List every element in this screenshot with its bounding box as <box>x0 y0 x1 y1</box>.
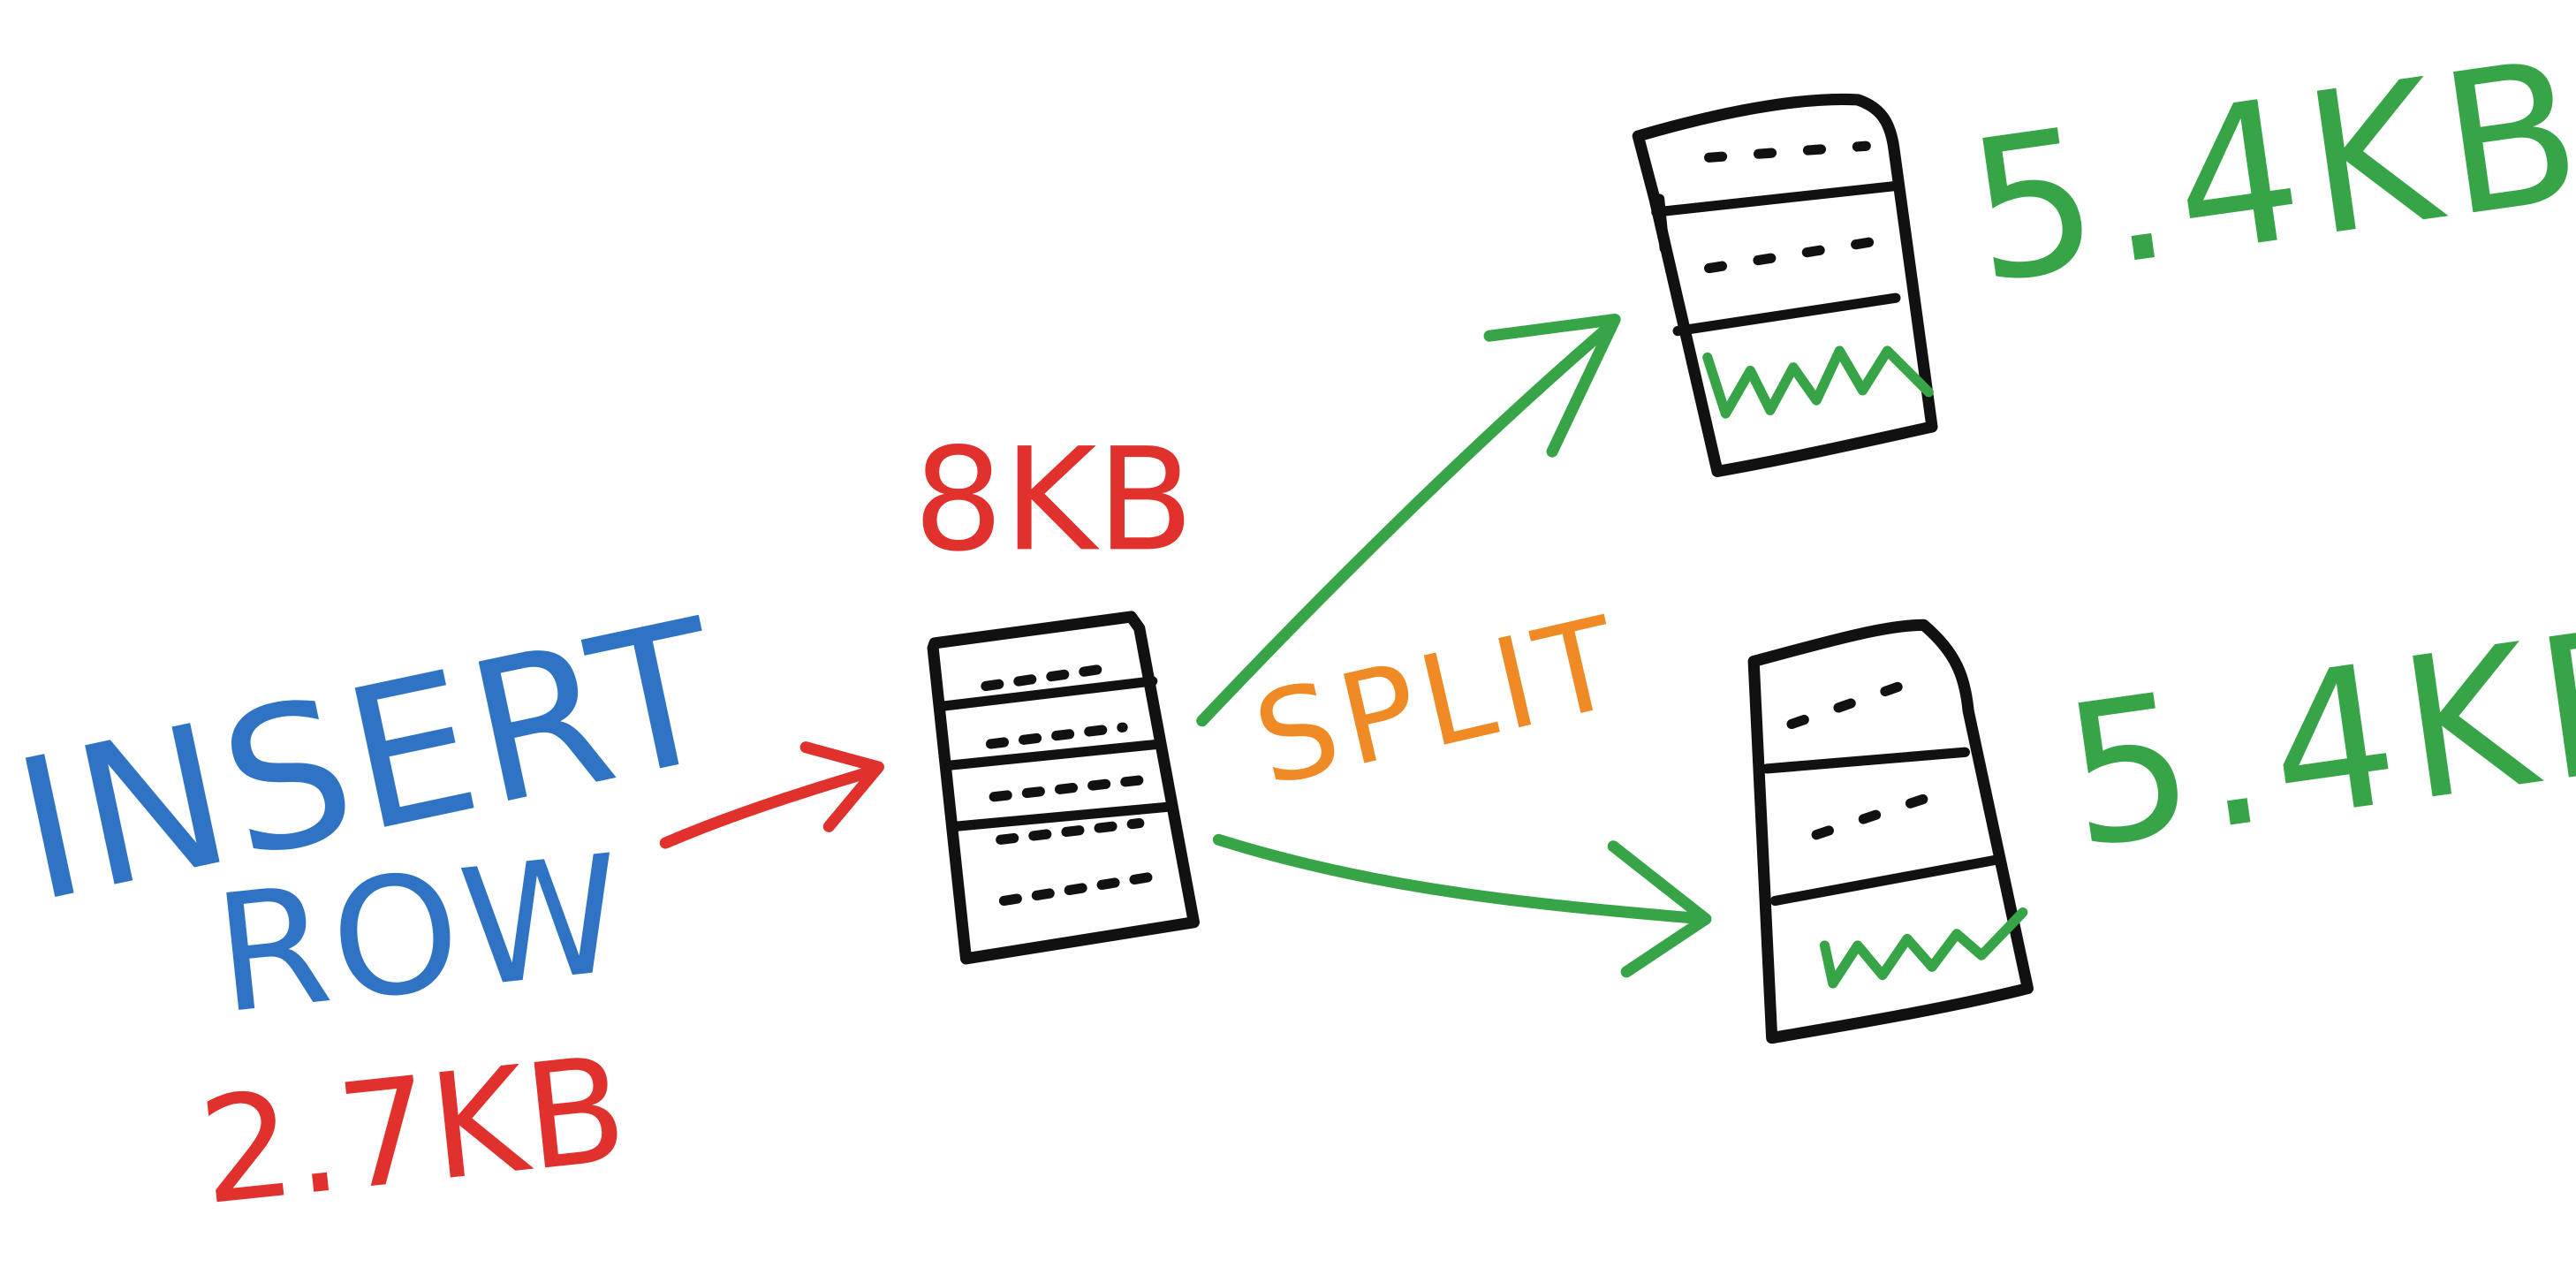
row-label: ROW <box>208 820 635 1050</box>
result-page-bottom-rows <box>1786 672 1945 840</box>
result-size-bottom: 5.4KB <box>2052 581 2576 892</box>
result-page-bottom <box>1747 619 2034 1044</box>
insert-arrow <box>659 741 884 849</box>
result-page-top-rows <box>1704 140 1888 274</box>
original-page <box>927 611 1200 965</box>
result-page-top <box>1632 93 1938 478</box>
row-size-label: 2.7KB <box>193 1024 634 1237</box>
free-space-scribble-top <box>1702 345 1934 419</box>
page-size-label: 8KB <box>913 417 1194 582</box>
split-arrow-up <box>1196 313 1621 727</box>
free-space-scribble-bottom <box>1819 907 2028 989</box>
original-page-rows <box>981 664 1162 907</box>
split-arrow-down <box>1212 833 1712 978</box>
result-size-top: 5.4KB <box>1957 17 2576 328</box>
